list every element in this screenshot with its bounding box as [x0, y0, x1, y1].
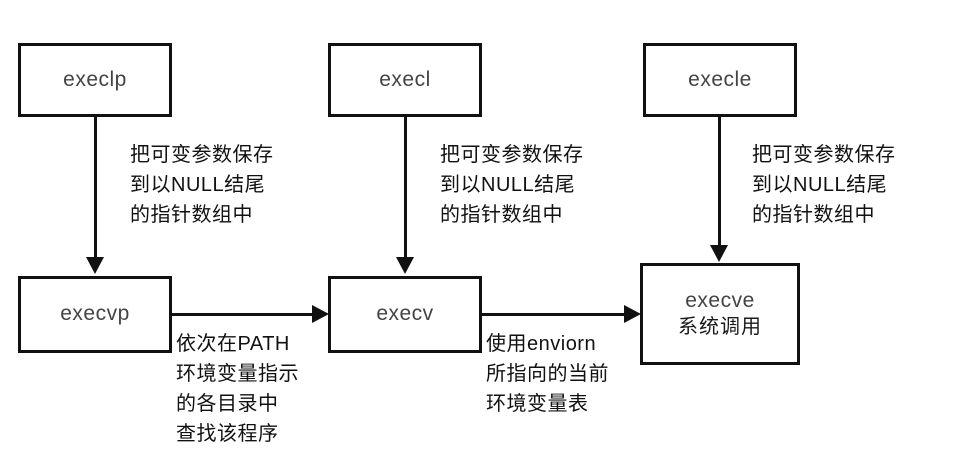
annotation-line: 的指针数组中	[130, 204, 253, 226]
node-execvp[interactable]: execvp	[18, 276, 172, 353]
edge-execvp-execv-stem	[172, 313, 312, 316]
annotation-line: 的指针数组中	[440, 204, 563, 226]
annotation-execle-to-execve: 把可变参数保存 到以NULL结尾 的指针数组中	[752, 140, 896, 230]
annotation-line: 把可变参数保存	[130, 144, 274, 166]
annotation-line: 到以NULL结尾	[130, 174, 266, 196]
edge-execv-execve-stem	[482, 313, 624, 316]
annotation-execl-to-execv: 把可变参数保存 到以NULL结尾 的指针数组中	[440, 140, 584, 230]
annotation-line: 把可变参数保存	[752, 144, 896, 166]
edge-execv-execve-arrowhead	[624, 305, 641, 323]
annotation-line: 依次在PATH	[176, 333, 290, 355]
node-execl[interactable]: execl	[328, 43, 482, 117]
edge-execl-execv-stem	[404, 117, 407, 257]
annotation-line: 所指向的当前	[486, 363, 609, 385]
annotation-line: 把可变参数保存	[440, 144, 584, 166]
node-execle[interactable]: execle	[643, 43, 797, 117]
node-execve[interactable]: execve 系统调用	[640, 263, 800, 365]
annotation-line: 查找该程序	[176, 423, 279, 445]
node-execv[interactable]: execv	[328, 276, 482, 353]
annotation-line: 的各目录中	[176, 393, 279, 415]
edge-execl-execv-arrowhead	[396, 257, 414, 274]
annotation-line: 环境变量表	[486, 393, 589, 415]
node-execve-label: execve	[685, 289, 755, 313]
edge-execvp-execv-arrowhead	[312, 305, 329, 323]
edge-execle-execve-stem	[718, 117, 721, 245]
node-execl-label: execl	[379, 67, 431, 91]
annotation-line: 环境变量指示	[176, 363, 299, 385]
edge-execlp-execvp-stem	[94, 117, 97, 257]
node-execv-label: execv	[376, 302, 434, 326]
annotation-line: 到以NULL结尾	[752, 174, 888, 196]
annotation-line: 的指针数组中	[752, 204, 875, 226]
annotation-line: 到以NULL结尾	[440, 174, 576, 196]
annotation-execlp-to-execvp: 把可变参数保存 到以NULL结尾 的指针数组中	[130, 140, 274, 230]
edge-execlp-execvp-arrowhead	[86, 257, 104, 274]
annotation-execv-to-execve: 使用enviorn 所指向的当前 环境变量表	[486, 329, 609, 419]
node-execlp-label: execlp	[63, 67, 127, 91]
annotation-line: 使用enviorn	[486, 333, 597, 355]
node-execvp-label: execvp	[60, 302, 130, 326]
edge-execle-execve-arrowhead	[710, 245, 728, 262]
annotation-execvp-to-execv: 依次在PATH 环境变量指示 的各目录中 查找该程序	[176, 329, 299, 449]
node-execlp[interactable]: execlp	[18, 43, 172, 117]
node-execle-label: execle	[688, 67, 752, 91]
node-execve-sublabel: 系统调用	[678, 315, 762, 338]
